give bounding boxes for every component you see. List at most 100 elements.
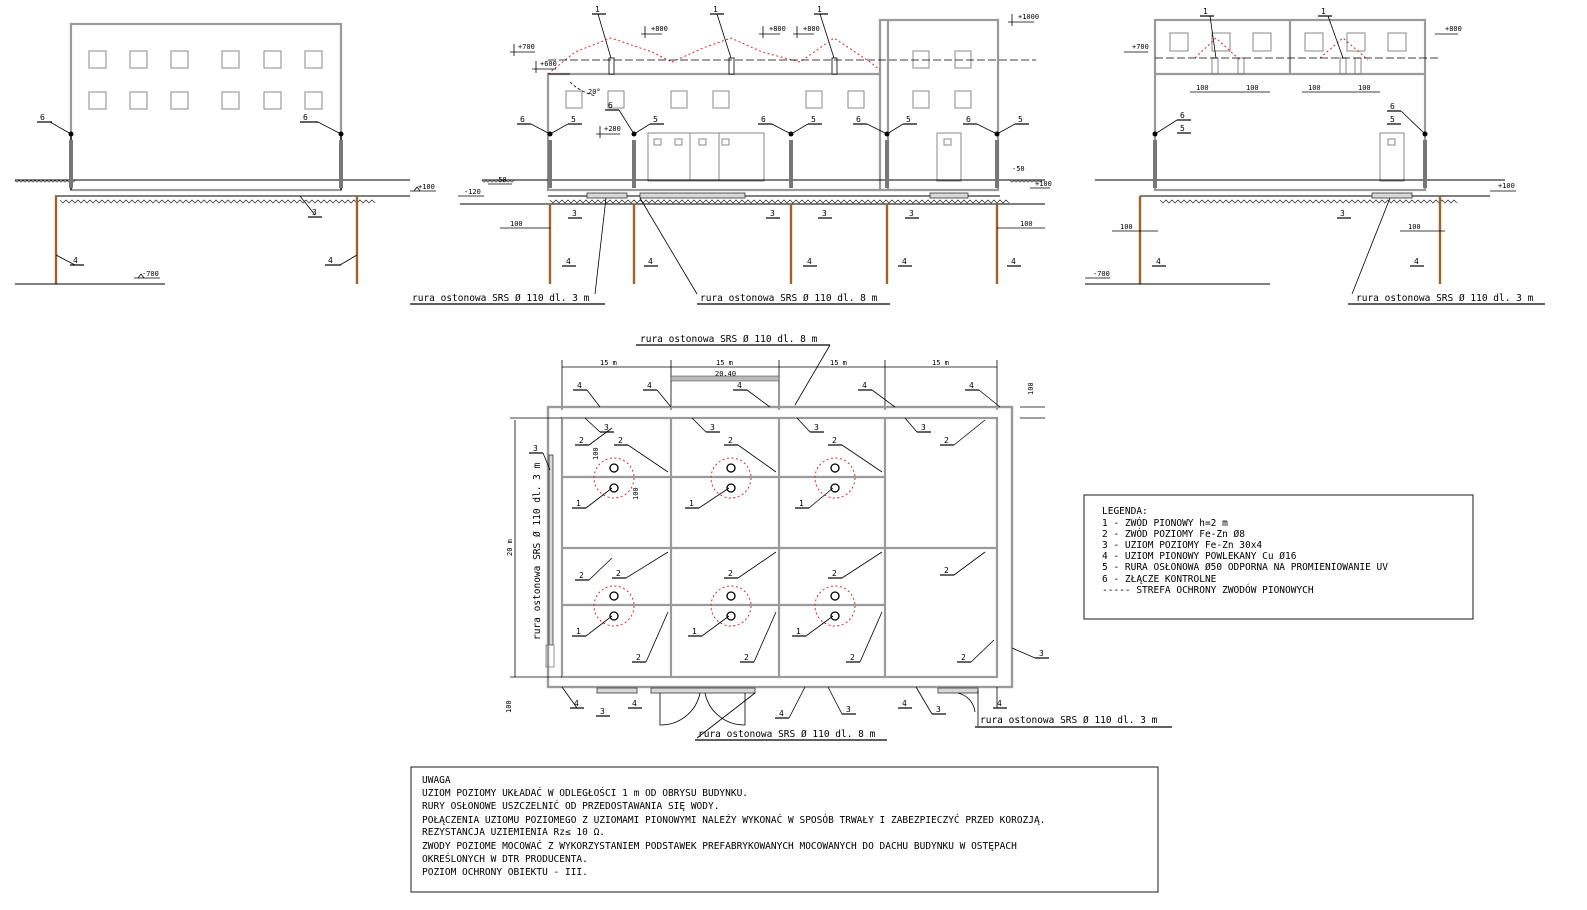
marker-4: 4: [566, 257, 571, 266]
marker-2: 2: [832, 569, 837, 578]
dim-100: 100: [1358, 84, 1371, 92]
marker-6: 6: [40, 113, 45, 122]
marker-5: 5: [571, 115, 576, 124]
elevation-side: 1 1 1 +800 +800 +800 +1000 +700 +600 +28…: [410, 5, 1052, 305]
marker-4: 4: [997, 699, 1002, 708]
ground-hatch: [14, 179, 76, 183]
marker-1: 1: [1321, 7, 1326, 16]
dim-100: 100: [1196, 84, 1209, 92]
dim-100: 100: [1246, 84, 1259, 92]
level-p800: +800: [1445, 25, 1462, 33]
protection-zone: [547, 37, 881, 75]
marker-4: 4: [902, 699, 907, 708]
dim-100: 100: [632, 487, 640, 500]
marker-3: 3: [312, 208, 317, 217]
marker-4: 4: [862, 381, 867, 390]
marker-2: 2: [728, 569, 733, 578]
marker-4: 4: [737, 381, 742, 390]
marker-2: 2: [850, 653, 855, 662]
marker-3: 3: [604, 423, 609, 432]
marker-4: 4: [632, 699, 637, 708]
notes-line: ZWODY POZIOME MOCOWAĆ Z WYKORZYSTANIEM P…: [422, 840, 1017, 852]
marker-5: 5: [811, 115, 816, 124]
protection-zones: [593, 457, 856, 627]
level-m50: -50: [494, 176, 507, 184]
level-p700: +700: [1132, 43, 1149, 51]
angle-label: 20°: [588, 88, 601, 96]
building-outline: [69, 22, 343, 192]
dim-100: 100: [1120, 223, 1133, 231]
earthing-hatch: [59, 199, 376, 204]
legend-title: LEGENDA:: [1102, 506, 1148, 517]
notes-box: UWAGA UZIOM POZIOMY UKŁADAĆ W ODLEGŁOŚCI…: [410, 766, 1159, 893]
level-p1000: +1000: [1018, 13, 1039, 21]
dim-100: 100: [1308, 84, 1321, 92]
marker-1: 1: [692, 627, 697, 636]
dim-15m: 15 m: [716, 359, 733, 367]
marker-5: 5: [653, 115, 658, 124]
marker-3: 3: [909, 209, 914, 218]
level-m700: -700: [1093, 270, 1110, 278]
marker-2: 2: [744, 653, 749, 662]
vertical-rods: [548, 204, 999, 284]
notes-title: UWAGA: [422, 775, 451, 786]
marker-1: 1: [595, 5, 600, 14]
level-p100: +100: [418, 183, 435, 191]
marker-2: 2: [728, 436, 733, 445]
dim-100: 100: [510, 220, 523, 228]
level-p700: +700: [518, 43, 535, 51]
marker-4: 4: [1156, 257, 1161, 266]
marker-6: 6: [761, 115, 766, 124]
air-terminal-rods: [609, 463, 840, 621]
pipe-label-3m: rura ostonowa SRS Ø 110 dl. 3 m: [1356, 293, 1534, 304]
marker-3: 3: [936, 705, 941, 714]
marker-5: 5: [906, 115, 911, 124]
dim-100: 100: [505, 700, 513, 713]
dim-15m: 15 m: [830, 359, 847, 367]
legend-item: ----- STREFA OCHRONY ZWODÓW PIONOWYCH: [1102, 584, 1314, 596]
marker-3: 3: [770, 209, 775, 218]
window-grid: [565, 50, 972, 182]
level-p800: +800: [651, 25, 668, 33]
legend-box: LEGENDA: 1 - ZWÓD PIONOWY h=2 m 2 - ZWÓD…: [1083, 494, 1474, 620]
dim-hidden: 20.40: [715, 370, 736, 378]
marker-2: 2: [616, 569, 621, 578]
marker-3: 3: [710, 423, 715, 432]
legend-item: 6 - ZŁĄCZE KONTROLNE: [1102, 574, 1217, 585]
marker-2: 2: [579, 571, 584, 580]
notes-line: REZYSTANCJA UZIEMIENIA Rz≤ 10 Ω.: [422, 827, 605, 838]
legend-item: 2 - ZWÓD POZIOMY Fe-Zn Ø8: [1102, 528, 1245, 540]
notes-line: OKREŚLONYCH W DTR PRODUCENTA.: [422, 853, 588, 865]
pipe-label-3m: rura ostonowa SRS Ø 110 dl. 3 m: [412, 293, 590, 304]
level-p800: +800: [769, 25, 786, 33]
marker-1: 1: [576, 499, 581, 508]
marker-4: 4: [1011, 257, 1016, 266]
marker-4: 4: [577, 381, 582, 390]
window-grid: [88, 50, 323, 110]
building-outline: [546, 18, 1000, 192]
legend-item: 5 - RURA OSŁONOWA Ø50 ODPORNA NA PROMIEN…: [1102, 562, 1388, 573]
dim-20m: 20 m: [506, 539, 514, 556]
legend-item: 4 - UZIOM PIONOWY POWLEKANY Cu Ø16: [1102, 551, 1297, 562]
level-p600: +600: [540, 60, 557, 68]
pipe-label-3m: rura ostonowa SRS Ø 110 dl. 3 m: [532, 462, 543, 640]
pipe-label-8m: rura ostonowa SRS Ø 110 dl. 8 m: [698, 729, 876, 740]
marker-4: 4: [779, 709, 784, 718]
marker-3: 3: [1039, 649, 1044, 658]
marker-4: 4: [574, 699, 579, 708]
dim-100: 100: [1027, 382, 1035, 395]
marker-4: 4: [807, 257, 812, 266]
pipe-label-3m: rura ostonowa SRS Ø 110 dl. 3 m: [980, 715, 1158, 726]
level-p100: +100: [1035, 180, 1052, 188]
marker-4: 4: [328, 256, 333, 265]
level-m50: -50: [1012, 165, 1025, 173]
marker-3: 3: [846, 705, 851, 714]
marker-2: 2: [832, 436, 837, 445]
level-m700: -700: [142, 270, 159, 278]
marker-2: 2: [579, 436, 584, 445]
marker-3: 3: [572, 209, 577, 218]
marker-1: 1: [1203, 7, 1208, 16]
marker-1: 1: [689, 499, 694, 508]
marker-5: 5: [1390, 115, 1395, 124]
